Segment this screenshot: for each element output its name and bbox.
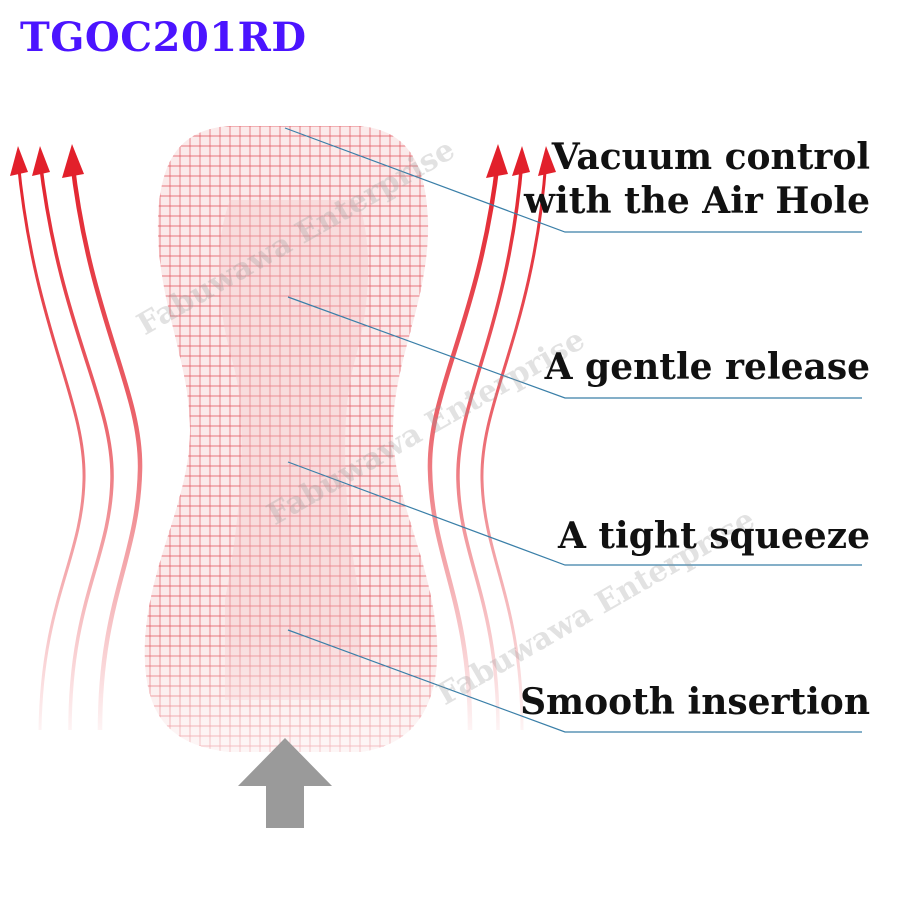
label-gentle-release: A gentle release: [545, 345, 870, 389]
left-airflow-arrows: [10, 144, 143, 731]
label-line: Vacuum control: [551, 136, 870, 178]
label-line: Smooth insertion: [520, 681, 870, 723]
label-line: A tight squeeze: [557, 515, 870, 557]
insertion-arrow: [238, 738, 332, 828]
leader-lines: [284, 127, 862, 733]
label-line: A gentle release: [544, 346, 870, 388]
label-line: with the Air Hole: [524, 180, 870, 222]
product-title: TGOC201RD: [20, 14, 307, 61]
cup-body: [144, 126, 438, 752]
right-airflow-arrows: [427, 144, 556, 731]
label-tight-squeeze: A tight squeeze: [558, 514, 870, 558]
label-smooth-insertion: Smooth insertion: [520, 680, 870, 724]
label-vacuum-control: Vacuum control with the Air Hole: [524, 135, 870, 223]
